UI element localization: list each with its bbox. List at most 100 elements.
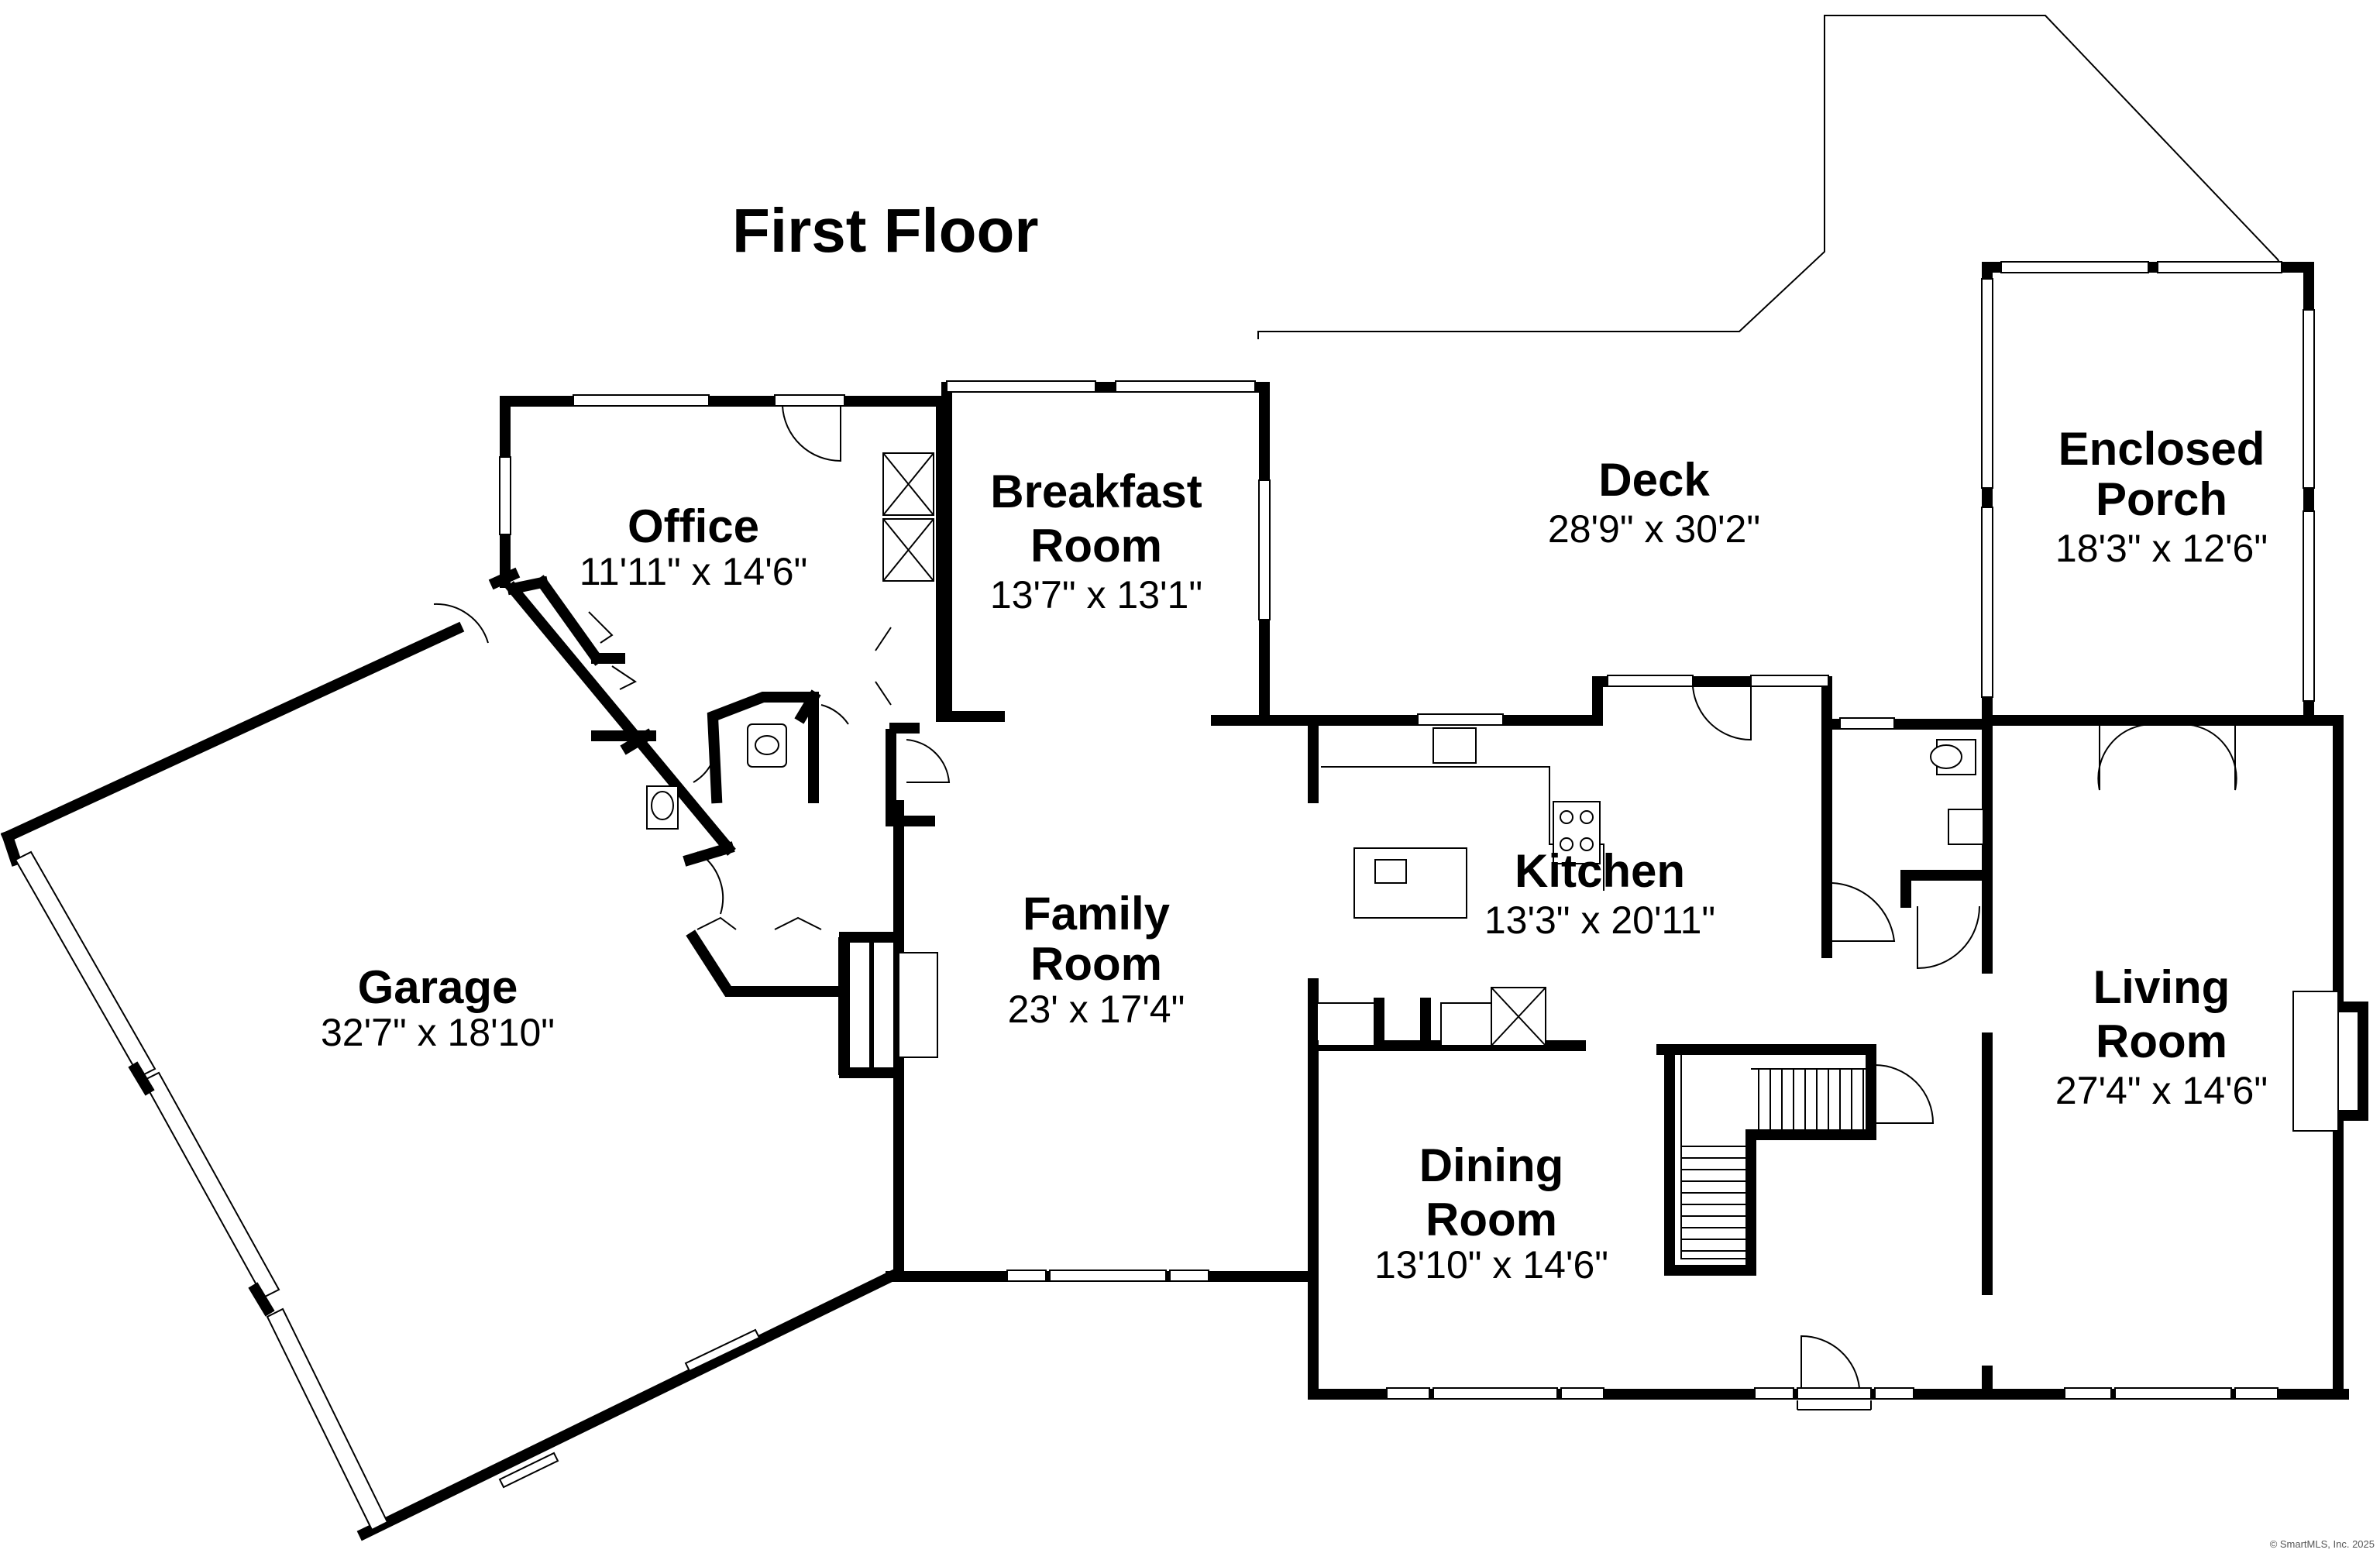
counter	[1316, 1002, 1380, 1046]
door-swing	[820, 704, 849, 725]
dining-walls	[1308, 1040, 2349, 1410]
window	[2234, 1387, 2279, 1400]
window	[499, 456, 511, 535]
window	[684, 1328, 761, 1373]
door-swing	[774, 916, 822, 930]
window	[573, 394, 710, 407]
staircase	[1656, 1044, 1935, 1276]
counter	[1440, 1002, 1492, 1046]
door-swing	[696, 916, 737, 930]
door-swing	[2180, 723, 2237, 791]
label-office: Office 11'11" x 14'6"	[580, 500, 808, 593]
door-swing	[875, 627, 892, 706]
window	[1754, 1387, 1794, 1400]
label-dining: Dining Room 13'10" x 14'6"	[1374, 1139, 1608, 1287]
room-dimensions: 13'3" x 20'11"	[1484, 898, 1715, 942]
window	[1981, 507, 1993, 698]
room-dimensions: 13'10" x 14'6"	[1374, 1243, 1608, 1287]
label-deck: Deck 28'9" x 30'2"	[1548, 454, 1760, 551]
room-name: Deck	[1598, 454, 1710, 506]
window	[1049, 1270, 1167, 1282]
room-name: Room	[1426, 1194, 1557, 1245]
door-swing	[2097, 723, 2155, 791]
door-swing	[1800, 1335, 1860, 1389]
room-name: Room	[1030, 520, 1162, 572]
door	[774, 394, 845, 407]
door-swing	[1917, 905, 1980, 970]
window	[946, 380, 1096, 393]
window	[2114, 1387, 2232, 1400]
sink-icon	[1432, 727, 1477, 764]
window	[1006, 1270, 1047, 1282]
kitchen-island	[1353, 847, 1467, 919]
room-name: Garage	[358, 961, 518, 1013]
label-breakfast: Breakfast Room 13'7" x 13'1"	[990, 466, 1202, 617]
window	[1386, 1387, 1430, 1400]
room-name: Dining	[1419, 1139, 1564, 1191]
room-name: Living	[2093, 961, 2230, 1013]
garage-door-panel	[14, 850, 156, 1078]
window	[1607, 675, 1694, 687]
room-name: Office	[628, 500, 759, 552]
living-walls	[1982, 715, 2368, 1400]
label-family: Family Room 23' x 17'4"	[1008, 888, 1185, 1031]
sink-icon	[1948, 809, 1984, 845]
deck-outline	[1257, 15, 2282, 339]
window	[498, 1452, 559, 1489]
label-living: Living Room 27'4" x 14'6"	[2055, 961, 2268, 1112]
window	[2303, 309, 2315, 489]
room-name: Room	[1030, 938, 1162, 990]
room-dimensions: 32'7" x 18'10"	[321, 1011, 555, 1054]
copyright-credit: © SmartMLS, Inc. 2025	[2270, 1538, 2375, 1550]
room-name: Enclosed	[2058, 423, 2265, 475]
window	[2064, 1387, 2112, 1400]
garage-walls	[0, 567, 904, 1541]
window	[1750, 675, 1829, 687]
cooktop-icon	[1553, 801, 1601, 864]
room-name: Kitchen	[1515, 845, 1685, 897]
window	[1839, 717, 1895, 730]
window	[2000, 261, 2149, 273]
room-name: Room	[2096, 1015, 2227, 1067]
window	[1417, 713, 1504, 726]
room-dimensions: 23' x 17'4"	[1008, 988, 1185, 1031]
window	[1258, 479, 1271, 620]
room-name: Porch	[2096, 473, 2227, 525]
window	[2303, 510, 2315, 702]
door-swing	[611, 665, 637, 690]
window	[1981, 278, 1993, 489]
garage-door-panel	[142, 1071, 280, 1299]
room-name: Breakfast	[990, 466, 1202, 517]
label-kitchen: Kitchen 13'3" x 20'11"	[1484, 845, 1715, 942]
room-dimensions: 18'3" x 12'6"	[2055, 527, 2268, 570]
door-swing	[782, 405, 841, 462]
garage-door-panel	[266, 1307, 389, 1531]
label-garage: Garage 32'7" x 18'10"	[321, 961, 555, 1054]
label-porch: Enclosed Porch 18'3" x 12'6"	[2055, 423, 2268, 570]
room-dimensions: 13'7" x 13'1"	[990, 573, 1202, 617]
window	[1115, 380, 1256, 393]
door-swing	[696, 851, 724, 915]
window	[1560, 1387, 1604, 1400]
door-swing	[433, 603, 489, 644]
breakfast-walls	[941, 380, 1271, 722]
door-swing	[588, 611, 614, 644]
bath-walls	[1821, 717, 1993, 974]
window	[1432, 1387, 1558, 1400]
room-dimensions: 11'11" x 14'6"	[580, 550, 808, 593]
window	[1169, 1270, 1209, 1282]
room-name: Family	[1023, 888, 1171, 940]
door-swing	[1831, 882, 1896, 942]
sink-icon	[1374, 859, 1407, 884]
window	[2157, 261, 2282, 273]
door	[1797, 1387, 1872, 1400]
fireplace-icon	[898, 952, 938, 1058]
window	[1874, 1387, 1914, 1400]
room-dimensions: 28'9" x 30'2"	[1548, 507, 1760, 551]
porch-walls	[1981, 261, 2315, 730]
fireplace-icon	[2292, 991, 2339, 1132]
door-swing	[906, 739, 951, 783]
door-swing	[1874, 1064, 1935, 1124]
door-swing	[1692, 685, 1752, 741]
door-swing	[693, 743, 717, 783]
